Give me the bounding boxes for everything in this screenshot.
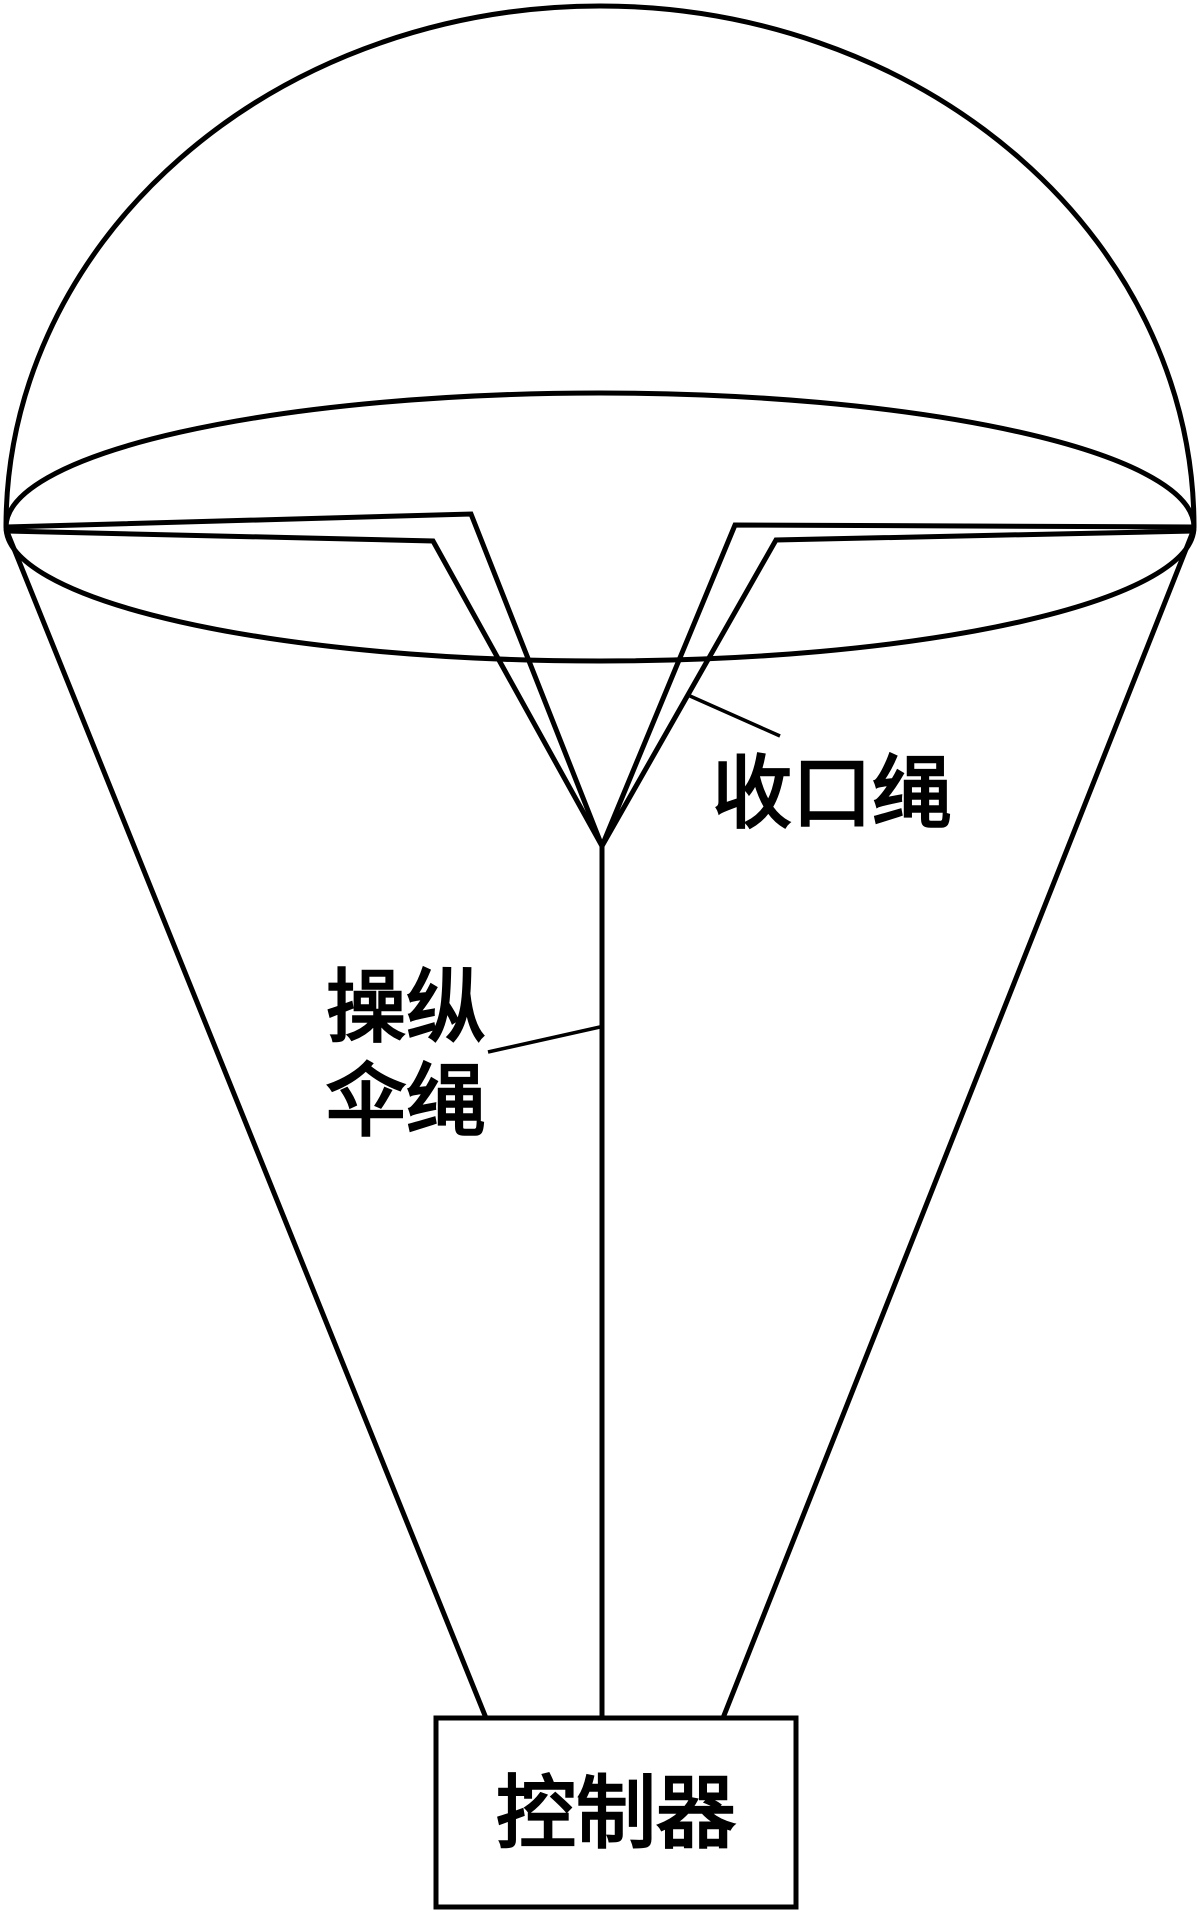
closing-line-right-lower xyxy=(599,528,1195,848)
controller-label: 控制器 xyxy=(496,1766,737,1860)
closing-line-leader xyxy=(689,694,781,738)
steering-line-label-line2: 伞绳 xyxy=(326,1054,486,1148)
closing-line-right-upper xyxy=(599,522,1195,847)
closing-line-label: 收口绳 xyxy=(712,746,952,840)
canopy-dome xyxy=(3,3,1197,528)
right-suspension-line xyxy=(720,528,1197,1719)
closing-line-left-upper xyxy=(5,511,605,847)
steering-line-leader xyxy=(487,1025,601,1054)
left-suspension-line xyxy=(3,528,489,1719)
controller-box xyxy=(433,1715,799,1910)
closing-line-left-lower xyxy=(5,528,605,848)
steering-line-label-line1: 操纵 xyxy=(326,960,486,1054)
